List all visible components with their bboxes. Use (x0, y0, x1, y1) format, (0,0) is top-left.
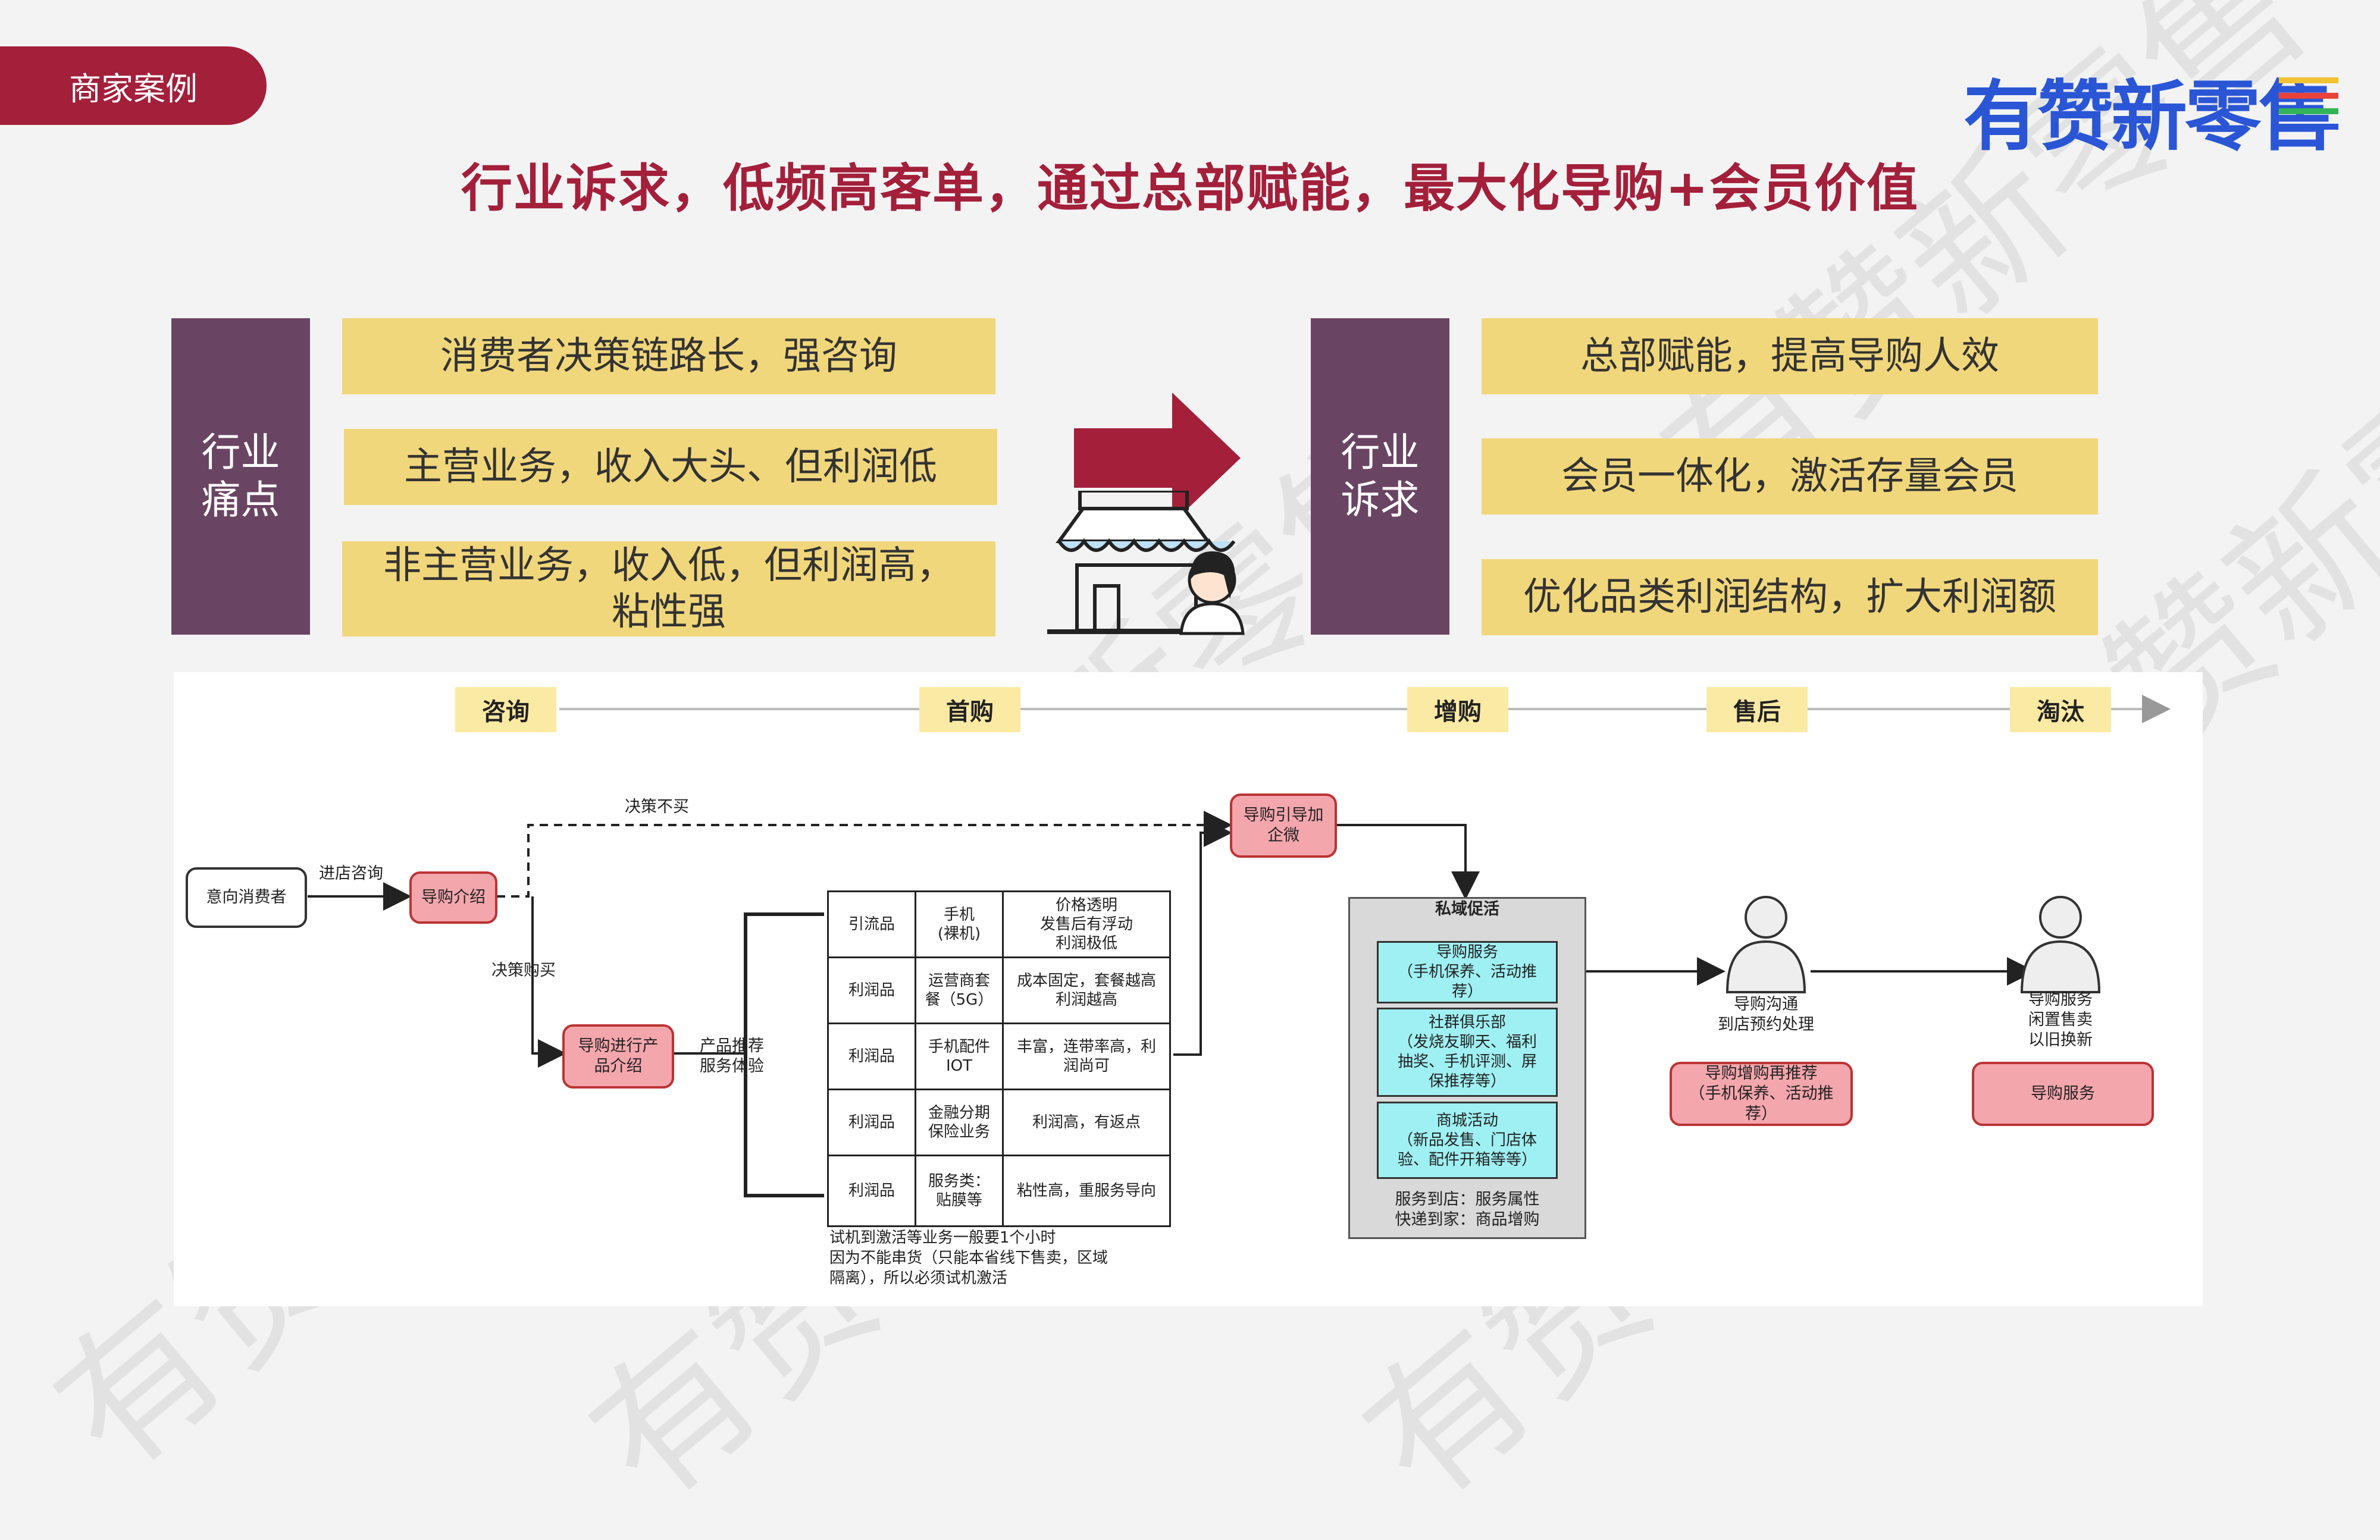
intro-node: 导购介绍 (409, 871, 497, 924)
table-cell: 利润品 (827, 1155, 916, 1227)
recommend-label: 产品推荐 服务体验 (700, 1037, 764, 1075)
table-cell: 丰富，连带率高，利 润尚可 (1002, 1023, 1171, 1090)
stage-label: 淘汰 (2010, 687, 2111, 732)
flow-panel (174, 672, 2203, 1306)
person-icon (2020, 896, 2101, 993)
pain-item: 消费者决策链路长，强咨询 (342, 318, 995, 394)
private-note: 服务到店：服务属性 快递到家：商品增购 (1395, 1190, 1540, 1229)
demand-item: 会员一体化，激活存量会员 (1482, 438, 2098, 515)
brand-logo: 有赞新零售 (1964, 73, 2335, 161)
flow-connectors (308, 695, 2171, 1197)
private-item: 商城活动 （新品发售、门店体 验、配件开箱等等） (1377, 1102, 1558, 1179)
stage-label: 售后 (1706, 687, 1808, 732)
table-cell: 引流品 (827, 890, 916, 958)
demand-item: 优化品类利润结构，扩大利润额 (1482, 559, 2098, 635)
table-cell: 利润品 (827, 1023, 916, 1090)
table-cell: 价格透明 发售后有浮动 利润极低 (1002, 890, 1171, 958)
eliminate-box: 导购服务 (1972, 1062, 2154, 1126)
table-cell: 粘性高，重服务导向 (1002, 1155, 1171, 1227)
aftersale-label: 导购沟通 到店预约处理 (1718, 995, 1814, 1034)
eliminate-label: 导购服务 闲置售卖 以旧换新 (2028, 990, 2093, 1049)
wechat-node: 导购引导加 企微 (1230, 793, 1337, 858)
buy-label: 决策购买 (491, 961, 556, 980)
store-clerk-icon (1047, 491, 1245, 635)
table-cell: 成本固定，套餐越高 利润越高 (1002, 956, 1171, 1024)
demand-item: 总部赋能，提高导购人效 (1482, 318, 2098, 394)
private-title: 私域促活 (1435, 900, 1499, 918)
table-cell: 手机 (裸机) (915, 890, 1004, 958)
stage-label: 咨询 (455, 687, 556, 732)
table-cell: 运营商套 餐（5G） (915, 956, 1004, 1024)
product-intro-node: 导购进行产 品介绍 (562, 1024, 674, 1089)
table-note: 试机到激活等业务一般要1个小时 因为不能串货（只能本省线下售卖，区域 隔离），所… (829, 1229, 1108, 1287)
private-item: 社群俱乐部 （发烧友聊天、福利 抽奖、手机评测、屏 保推荐等） (1377, 1008, 1558, 1097)
pain-item: 非主营业务，收入低，但利润高， 粘性强 (342, 541, 995, 636)
enter-label: 进店咨询 (319, 864, 383, 883)
private-item: 导购服务 （手机保养、活动推 荐） (1377, 941, 1558, 1003)
consumer-node: 意向消费者 (186, 867, 307, 928)
table-cell: 利润品 (827, 1089, 916, 1156)
logo-bars-icon (2279, 77, 2338, 131)
product-table: 引流品 手机 (裸机) 价格透明 发售后有浮动 利润极低 利润品 运营商套 餐（… (827, 890, 1171, 1227)
table-cell: 服务类： 贴膜等 (915, 1155, 1004, 1227)
no-buy-label: 决策不买 (625, 798, 689, 816)
table-cell: 利润品 (827, 956, 916, 1024)
pain-item: 主营业务，收入大头、但利润低 (344, 429, 997, 505)
pain-label: 行业 痛点 (171, 318, 310, 635)
stage-label: 首购 (919, 687, 1020, 732)
right-arrow-icon (1074, 393, 1241, 523)
aftersale-box: 导购增购再推荐 （手机保养、活动推 荐） (1670, 1062, 1853, 1126)
page-title: 行业诉求，低频高客单，通过总部赋能，最大化导购+会员价值 (461, 159, 1919, 218)
section-tag: 商家案例 (0, 46, 267, 125)
person-icon (1726, 896, 1806, 993)
table-cell: 金融分期 保险业务 (915, 1089, 1004, 1156)
table-cell: 利润高，有返点 (1002, 1089, 1171, 1156)
stage-label: 增购 (1407, 687, 1508, 732)
demand-label: 行业 诉求 (1311, 318, 1449, 635)
table-cell: 手机配件 IOT (915, 1023, 1004, 1090)
